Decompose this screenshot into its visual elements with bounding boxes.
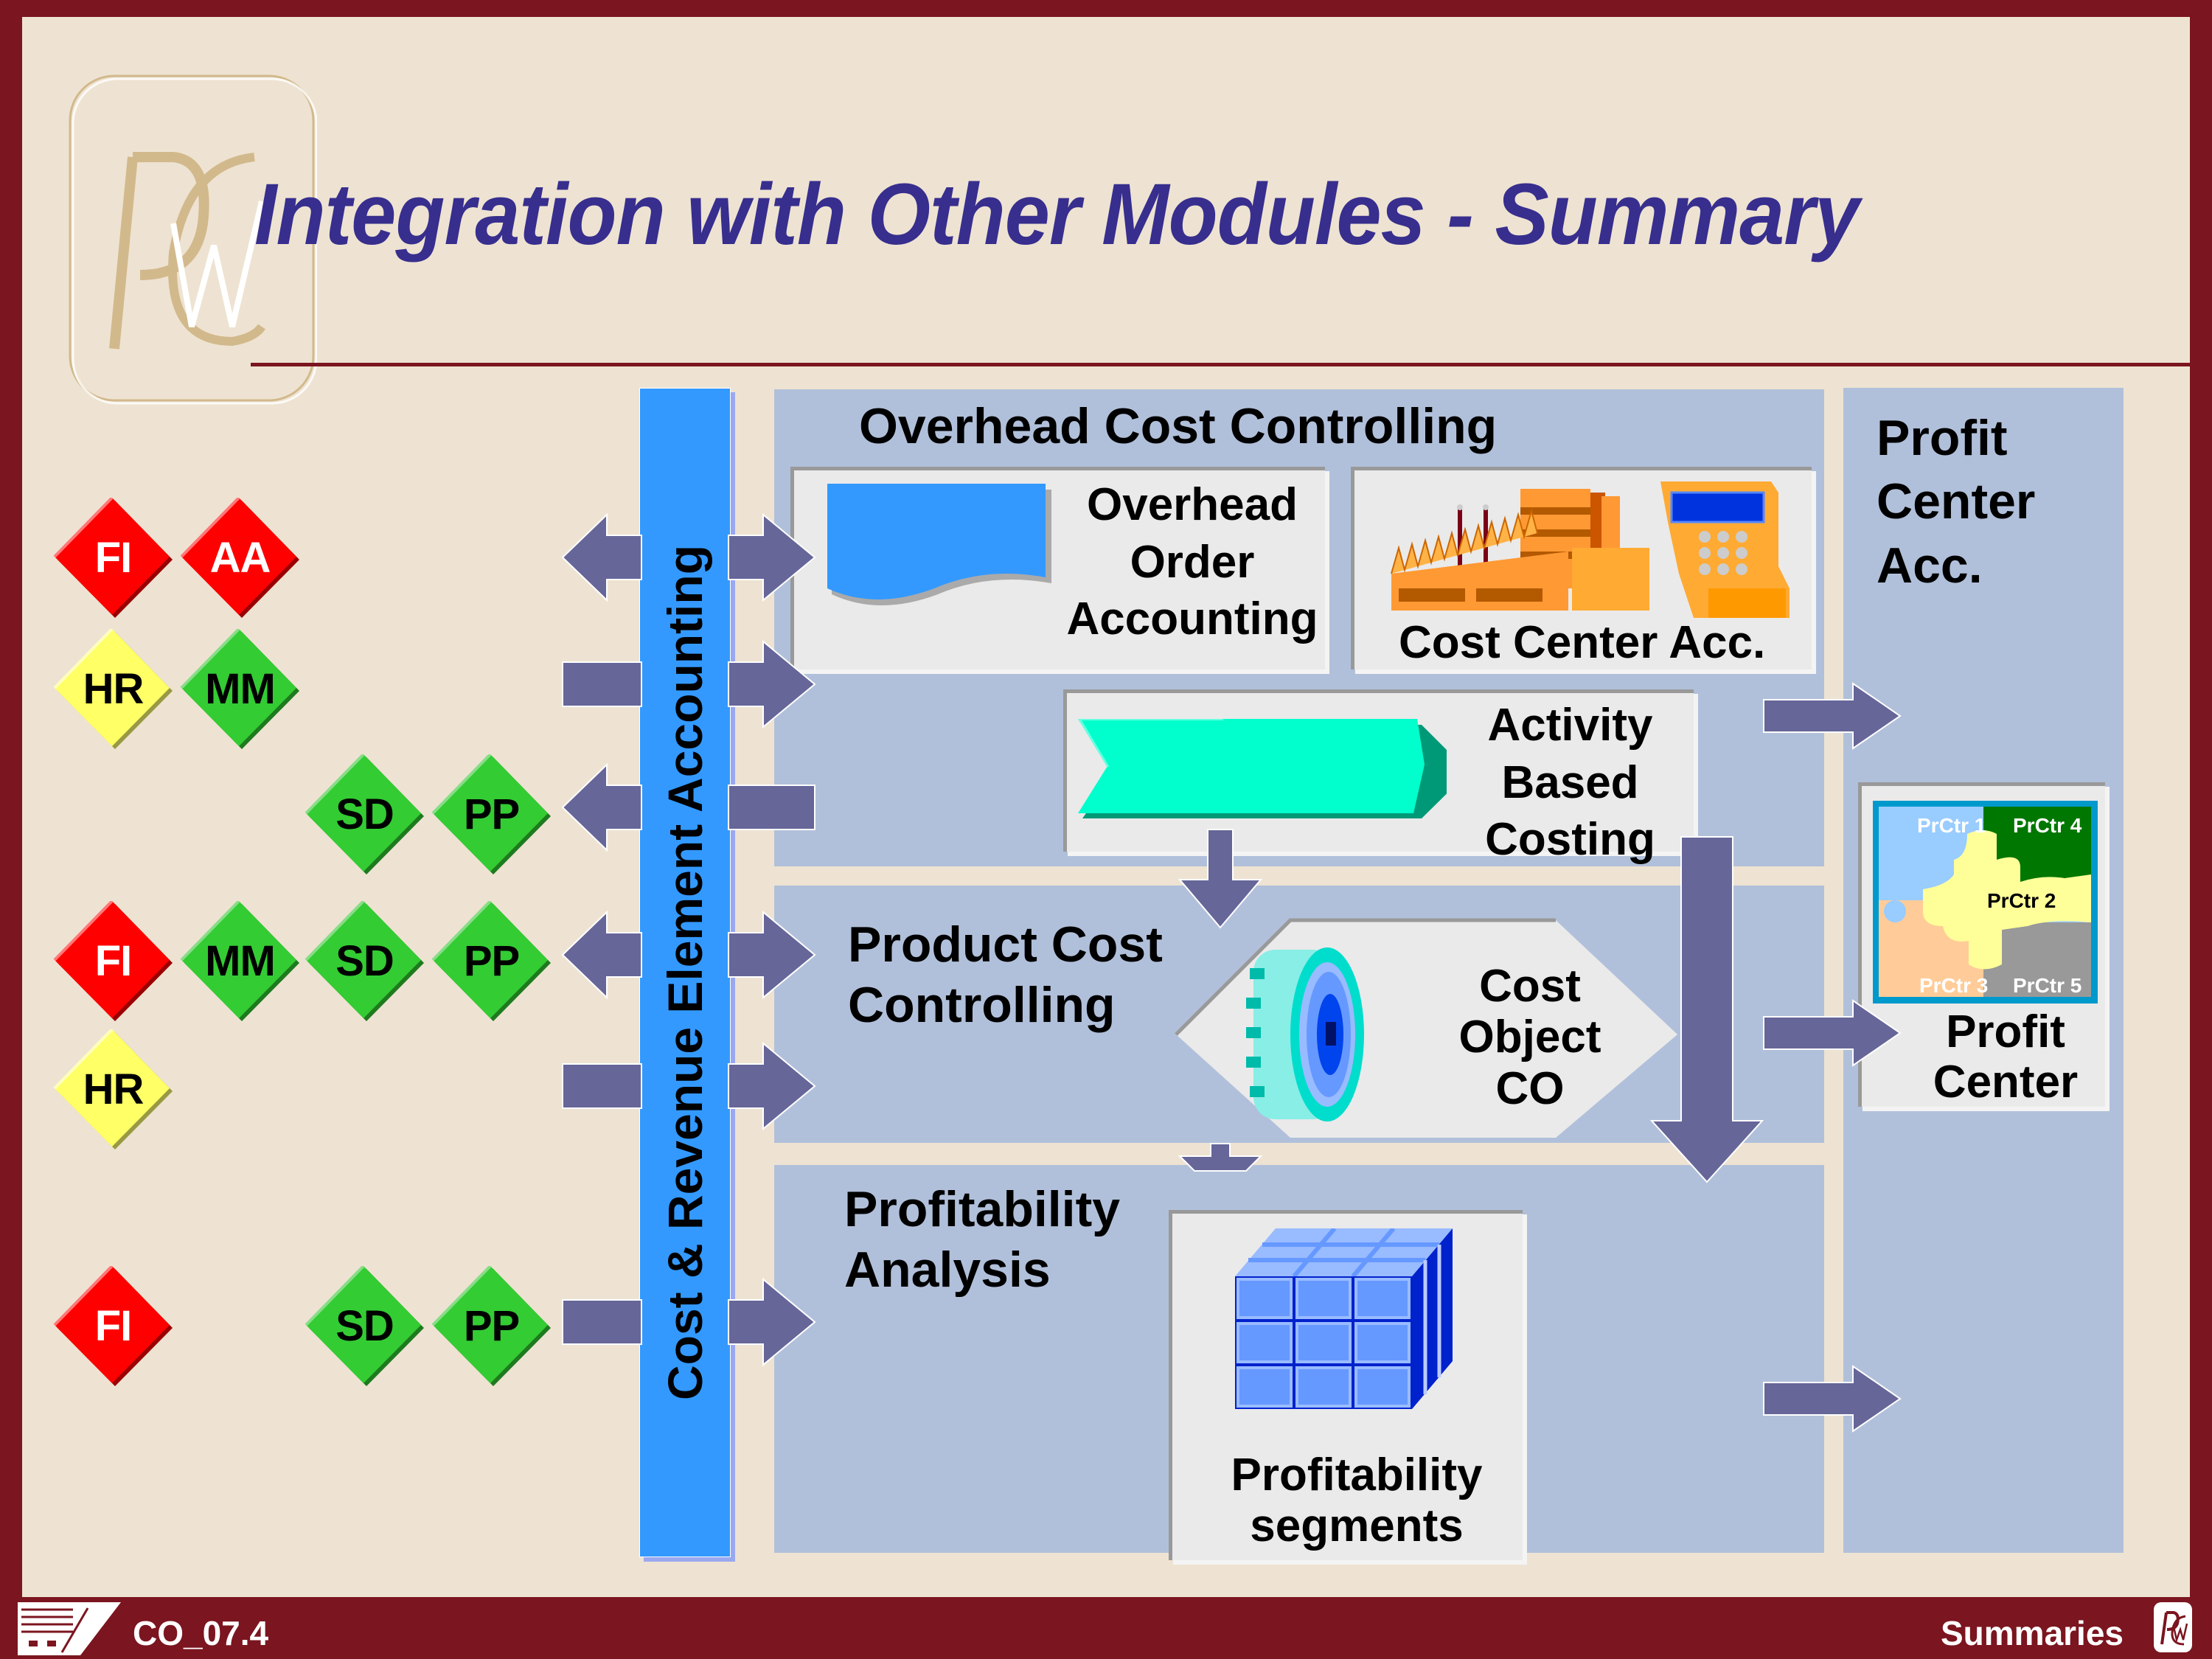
book-icon (18, 1602, 121, 1655)
module-diamond-sd[interactable]: SD (305, 754, 425, 874)
module-label: AA (209, 534, 271, 582)
puzzle-label-prctr5: PrCtr 5 (2013, 974, 2082, 997)
module-label: FI (94, 1302, 133, 1350)
arrow-left-row1 (561, 512, 642, 602)
arrow-right-row1 (728, 512, 816, 602)
profit-center-card[interactable]: PrCtr 1 PrCtr 4 PrCtr 2 PrCtr 3 PrCtr 5 … (1858, 782, 2105, 1107)
module-label: PP (463, 790, 520, 838)
page-title: Integration with Other Modules - Summary (254, 166, 1860, 263)
product-panel-title: Product Cost Controlling (848, 917, 1163, 1033)
profit-center-puzzle-icon (1873, 801, 2098, 1004)
overhead-panel-title: Overhead Cost Controlling (859, 398, 1498, 454)
module-diamond-sd[interactable]: SD (305, 1266, 425, 1386)
chevron-process-icon (1078, 719, 1447, 818)
arrow-right-row4 (728, 910, 816, 1000)
arrow-right-profitability-to-profit-center (1763, 1365, 1902, 1433)
factory-cash-register-icon (1391, 481, 1790, 618)
arrow-right-product-to-profit-center (1763, 999, 1902, 1067)
diamond-shape (305, 1266, 424, 1386)
diamond-shape (431, 1266, 551, 1386)
section-label: Summaries (1940, 1614, 2124, 1652)
arrow-right-row5 (728, 1041, 816, 1131)
profit-center-panel-title: Profit Center Acc. (1877, 410, 2036, 594)
puzzle-label-prctr1: PrCtr 1 (1917, 814, 1986, 837)
arrow-left-row3 (561, 762, 642, 852)
diamond-shape (53, 629, 173, 749)
arrow-right-overhead-to-profit-center (1763, 682, 1902, 750)
module-label: MM (205, 937, 276, 985)
module-diamond-pp[interactable]: PP (431, 1266, 552, 1386)
module-diamond-fi[interactable]: FI (53, 901, 173, 1021)
activity-based-costing-card[interactable]: Activity Based Costing (1063, 689, 1694, 865)
diamond-shape (180, 629, 299, 749)
puzzle-label-prctr4: PrCtr 4 (2013, 814, 2082, 837)
module-diamond-mm[interactable]: MM (180, 901, 300, 1021)
module-label: FI (94, 534, 133, 582)
diamond-shape (180, 901, 299, 1021)
cost-object-label: Cost Object CO (1458, 961, 1601, 1114)
cost-object-hexagon[interactable] (1172, 917, 1688, 1152)
module-label: SD (335, 1302, 394, 1350)
diamond-shape (53, 1029, 173, 1150)
arrow-block-row3 (728, 785, 815, 830)
data-cube-icon (1235, 1228, 1453, 1409)
puzzle-label-prctr2: PrCtr 2 (1987, 889, 2056, 912)
cost-revenue-element-accounting-bar[interactable]: Cost & Revenue Element Accounting (639, 388, 731, 1557)
arrow-down-to-profitability (1178, 1143, 1263, 1172)
arrow-down-overhead-to-profitability (1649, 836, 1764, 1183)
arrow-right-row2 (728, 639, 816, 729)
abc-label: Activity Based Costing (1485, 700, 1655, 865)
module-label: PP (463, 1302, 520, 1350)
module-label: SD (335, 937, 394, 985)
module-label: HR (83, 1065, 145, 1113)
cost-center-accounting-card[interactable]: Cost Center Acc. (1351, 467, 1812, 669)
module-diamond-aa[interactable]: AA (180, 498, 300, 618)
module-diamond-sd[interactable]: SD (305, 901, 425, 1021)
module-label: SD (335, 790, 394, 838)
overhead-order-label: Overhead Order Accounting (1066, 479, 1318, 644)
gear-icon (1246, 947, 1364, 1121)
module-label: HR (83, 665, 145, 713)
module-diamond-mm[interactable]: MM (180, 629, 300, 749)
profit-center-label: Profit Center (1933, 1006, 2079, 1108)
diamond-shape (431, 901, 551, 1021)
title-divider (251, 363, 2190, 366)
arrow-down-abc-to-cost-object (1178, 829, 1263, 929)
slide-code: CO_07.4 (133, 1614, 269, 1652)
diamond-shape (305, 901, 424, 1021)
module-diamond-fi[interactable]: FI (53, 1266, 173, 1386)
diamond-shape (53, 498, 173, 618)
diamond-shape (305, 754, 424, 874)
module-label: PP (463, 937, 520, 985)
flow-arrows (561, 512, 1902, 1433)
document-icon (827, 484, 1051, 605)
module-label: MM (205, 665, 276, 713)
pcw-watermark-logo-icon (69, 74, 317, 405)
arrow-right-row6 (728, 1277, 816, 1367)
arrow-block-row2 (562, 661, 642, 707)
diamond-shape (180, 498, 299, 618)
diamond-shape (431, 754, 551, 874)
module-diamond-pp[interactable]: PP (431, 901, 552, 1021)
pcw-logo-icon (2154, 1602, 2192, 1652)
arrow-block-row5 (562, 1063, 642, 1109)
puzzle-label-prctr3: PrCtr 3 (1919, 974, 1989, 997)
module-diamond-hr[interactable]: HR (53, 629, 173, 749)
diamond-shape (53, 901, 173, 1021)
module-diamond-fi[interactable]: FI (53, 498, 173, 618)
cost-center-label: Cost Center Acc. (1399, 617, 1766, 668)
overhead-order-accounting-card[interactable]: Overhead Order Accounting (790, 467, 1325, 669)
arrow-block-row6 (562, 1299, 642, 1345)
arrow-left-row4 (561, 910, 642, 1000)
module-label: FI (94, 937, 133, 985)
diamond-shape (53, 1266, 173, 1386)
profitability-panel-title: Profitability Analysis (844, 1181, 1121, 1298)
module-diamond-hr[interactable]: HR (53, 1029, 173, 1150)
profitability-segments-card[interactable]: Profitability segments (1169, 1210, 1523, 1560)
profitability-segments-label: Profitability segments (1231, 1450, 1483, 1552)
slide: Integration with Other Modules - Summary… (22, 17, 2190, 1597)
module-diamond-pp[interactable]: PP (431, 754, 552, 874)
